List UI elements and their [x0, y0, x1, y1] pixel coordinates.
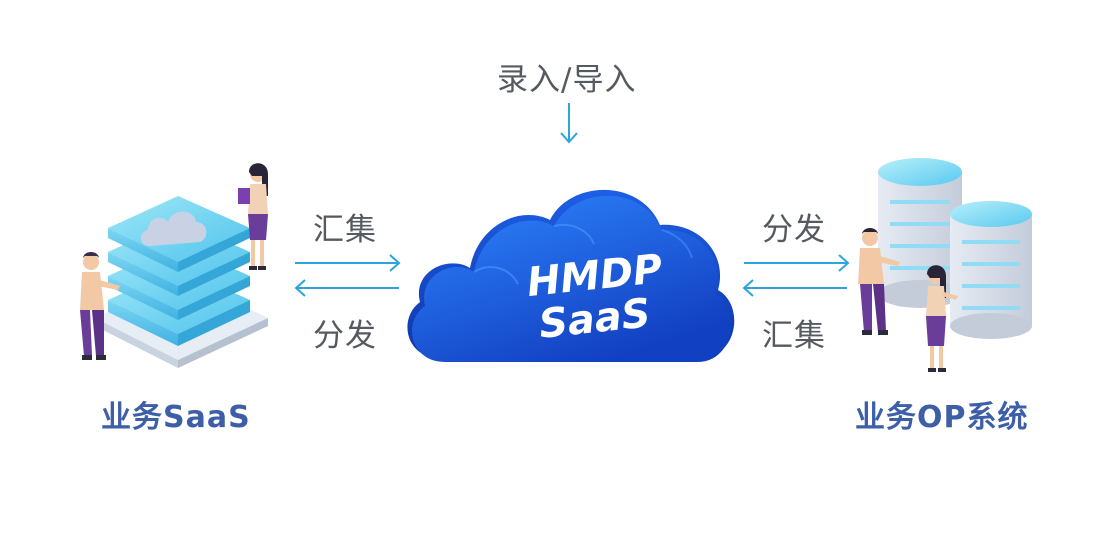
left-distribute-arrow [294, 279, 399, 297]
right-distribute-arrow [744, 254, 850, 272]
server-icon-front [950, 201, 1032, 339]
left-gather-label: 汇集 [313, 212, 377, 248]
input-arrow [560, 103, 578, 144]
business-op-system-label: 业务OP系统 [855, 400, 1029, 435]
person-man-icon [80, 252, 120, 360]
cloud-icon: HMDP SaaS [407, 189, 735, 362]
person-woman-icon [238, 163, 268, 270]
right-distribute-label: 分发 [762, 212, 826, 248]
input-import-label: 录入/导入 [497, 62, 637, 98]
person-woman-right-icon [926, 265, 958, 372]
left-distribute-label: 分发 [313, 318, 377, 354]
right-gather-label: 汇集 [762, 318, 826, 354]
person-man-right-icon [858, 228, 900, 335]
layers-stack-icon [95, 196, 268, 368]
left-gather-arrow [295, 254, 401, 272]
right-gather-arrow [742, 279, 847, 297]
small-cloud-icon [140, 211, 207, 246]
business-saas-label: 业务SaaS [101, 400, 251, 435]
server-icon-back [878, 158, 962, 308]
